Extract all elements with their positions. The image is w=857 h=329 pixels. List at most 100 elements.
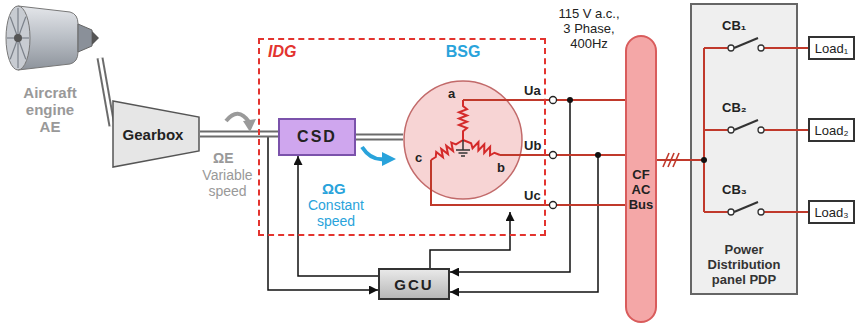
- panel-title: Power Distribution panel PDP: [698, 242, 790, 287]
- engine-core: [78, 24, 92, 52]
- generator-symbol: BSG: [403, 42, 523, 212]
- breaker-blade: [734, 120, 758, 130]
- fan-hub: [14, 34, 22, 42]
- terminal-letter: a: [448, 86, 455, 101]
- connector-path: [798, 211, 808, 213]
- junction-dot: [595, 152, 601, 158]
- breaker-contact: [758, 209, 764, 215]
- power-wire: [798, 48, 808, 49]
- connector-path: [200, 131, 278, 138]
- connector-path: [523, 204, 625, 206]
- winding-symbol: [459, 100, 467, 140]
- gearbox-outline: [113, 101, 199, 167]
- engine-illustration: Aircraft engine AE: [0, 0, 100, 136]
- csd-box: CSD: [278, 118, 356, 156]
- power-wire: [798, 212, 808, 213]
- gearbox-label: Gearbox: [123, 126, 184, 143]
- junction-dot: [567, 97, 573, 103]
- bus-label: CF AC Bus: [627, 167, 655, 212]
- shaft-core: [356, 136, 403, 139]
- phase-voltage-label: Ub: [524, 138, 541, 153]
- connector-path: [523, 154, 625, 156]
- breaker-contact: [758, 45, 764, 51]
- three-phase-slash: [673, 153, 679, 167]
- drive-shaft: [356, 137, 403, 138]
- region-title: IDG: [268, 43, 296, 61]
- rotation-arrow-head: [243, 119, 256, 132]
- gearbox-block: Gearbox: [112, 100, 200, 168]
- engine-drawing: [0, 0, 100, 80]
- load-box: Load₃: [808, 200, 855, 224]
- breaker-contact: [758, 127, 764, 133]
- panel-bus-wire: [690, 48, 704, 212]
- power-wire: [523, 205, 625, 206]
- control-line: [430, 212, 510, 268]
- ground-symbol: [456, 140, 470, 156]
- ac-bus-bar: CF AC Bus: [625, 35, 657, 323]
- breaker-wire: [704, 129, 798, 131]
- rotation-arrow: [362, 147, 385, 159]
- connector-path: [200, 134, 378, 290]
- connector-path: [298, 156, 378, 276]
- speed-note: Variable speed: [200, 167, 255, 199]
- drive-shaft: [200, 134, 278, 135]
- breaker-wire: [704, 47, 798, 49]
- breaker-blade: [734, 38, 758, 48]
- phase-lead: [500, 154, 523, 156]
- engine-label: Aircraft engine AE: [17, 84, 83, 135]
- drive-shaft: [100, 58, 112, 126]
- terminal-circle: [550, 97, 557, 104]
- phase-voltage-label: Ua: [524, 83, 541, 98]
- winding-symbol: [463, 140, 500, 155]
- phase-voltage-label: Uc: [524, 188, 541, 203]
- breaker-name: CB₃: [722, 182, 747, 197]
- speed-symbol: ΩG: [322, 180, 346, 197]
- junction-dot: [701, 157, 707, 163]
- connector-path: [100, 58, 112, 126]
- breaker-contact: [728, 209, 734, 215]
- terminal-circle: [550, 152, 557, 159]
- load-label: Load₁: [815, 41, 848, 56]
- terminal-letter: c: [415, 150, 422, 165]
- rotation-arrow-head: [382, 152, 396, 166]
- load-box: Load₂: [808, 118, 855, 142]
- breaker-contact: [728, 45, 734, 51]
- shaft-core: [200, 133, 278, 136]
- phase-lead: [431, 160, 523, 205]
- speed-symbol: ΩE: [213, 150, 234, 166]
- terminal-circle: [550, 202, 557, 209]
- box-label: CSD: [297, 128, 337, 146]
- load-label: Load₃: [814, 205, 848, 220]
- fan-blade: [17, 8, 18, 38]
- supply-spec: 115 V a.c., 3 Phase, 400Hz: [553, 6, 625, 51]
- connector-path: [430, 212, 510, 268]
- connector-path: [798, 47, 808, 49]
- generator-title: BSG: [446, 43, 481, 61]
- connector-path: [356, 134, 403, 141]
- engine-fan: [6, 6, 30, 70]
- breaker-name: CB₂: [722, 100, 747, 115]
- breaker-contact: [728, 127, 734, 133]
- control-line: [298, 156, 378, 276]
- node-shape: [403, 42, 523, 212]
- breaker-name: CB₁: [722, 18, 746, 33]
- speed-note: Constant speed: [305, 197, 367, 229]
- power-wire: [798, 130, 808, 131]
- engine-cone: [92, 31, 99, 45]
- load-box: Load₁: [808, 36, 855, 60]
- phase-lead: [463, 99, 523, 101]
- power-wire: [523, 155, 625, 156]
- breaker-wire: [704, 211, 798, 213]
- connector-path: [657, 159, 690, 161]
- fan-blade: [17, 38, 18, 68]
- generator-circle: [404, 81, 522, 199]
- power-wire: [657, 160, 690, 161]
- power-wire: [523, 100, 625, 101]
- idg-region: IDG CSD BSG: [258, 38, 546, 236]
- box-label: GCU: [394, 276, 433, 293]
- gcu-box: GCU: [378, 268, 450, 300]
- connector-path: [523, 99, 625, 101]
- connector-path: [798, 129, 808, 131]
